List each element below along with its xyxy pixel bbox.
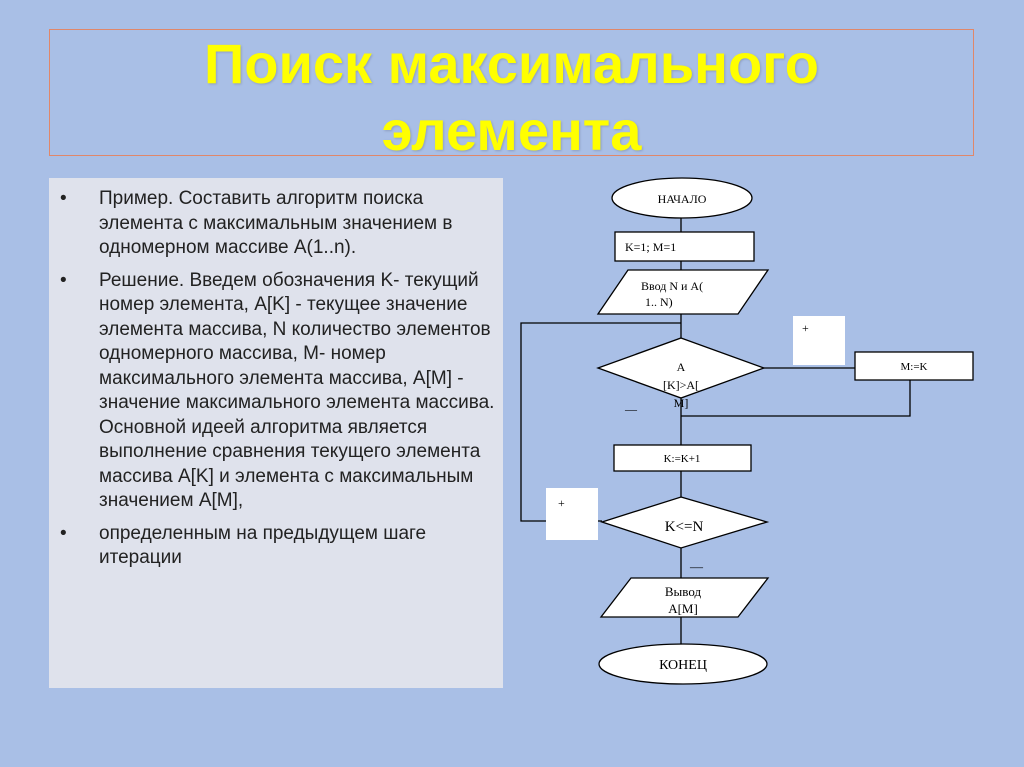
cond2-label: K<=N [665, 519, 704, 535]
output-parallelogram [599, 577, 770, 618]
title-line-2: элемента [381, 99, 642, 162]
init-process [614, 231, 755, 262]
increment-label: K:=K+1 [664, 453, 701, 465]
init-label: K=1; M=1 [625, 240, 676, 254]
end-label: КОНЕЦ [659, 658, 707, 673]
output-label-line1: Вывод [665, 584, 702, 599]
increment-process [613, 444, 752, 472]
description-panel: Пример. Составить алгоритм поиска элемен… [49, 178, 503, 688]
cond1-label-line1: A [677, 360, 686, 374]
cond1-label-line2: [K]>A[ [663, 378, 699, 392]
end-terminator [598, 643, 768, 685]
slide-title: Поиск максимального элемента [49, 30, 974, 164]
cond1-label-line3: M] [674, 396, 689, 410]
cond1-yes-label: + [802, 321, 809, 335]
plus-box-1 [793, 316, 845, 365]
condition-max-diamond [596, 337, 766, 399]
bullet-iteration: определенным на предыдущем шаге итерации [49, 522, 503, 571]
cond2-no-label: — [689, 559, 704, 574]
input-label-line2: 1.. N) [645, 295, 673, 309]
assign-max-label: M:=K [901, 361, 928, 373]
input-parallelogram [596, 269, 770, 315]
bullet-solution: Решение. Введем обозначения K- текущий н… [49, 269, 503, 514]
bullet-example: Пример. Составить алгоритм поиска элемен… [49, 178, 503, 261]
title-frame [49, 29, 974, 156]
bullet-list: Пример. Составить алгоритм поиска элемен… [49, 178, 503, 579]
assign-max-process [854, 351, 974, 381]
connector-assign-return [681, 380, 911, 417]
start-label: НАЧАЛО [658, 192, 707, 206]
plus-box-2 [546, 488, 598, 540]
cond1-no-label: — [624, 402, 638, 416]
output-label-line2: A[M] [668, 601, 698, 616]
title-line-1: Поиск максимального [204, 32, 819, 95]
start-terminator [611, 177, 753, 219]
condition-loop-diamond [599, 496, 770, 549]
cond2-yes-label: + [558, 496, 565, 510]
input-label-line1: Ввод N и A( [641, 279, 703, 293]
